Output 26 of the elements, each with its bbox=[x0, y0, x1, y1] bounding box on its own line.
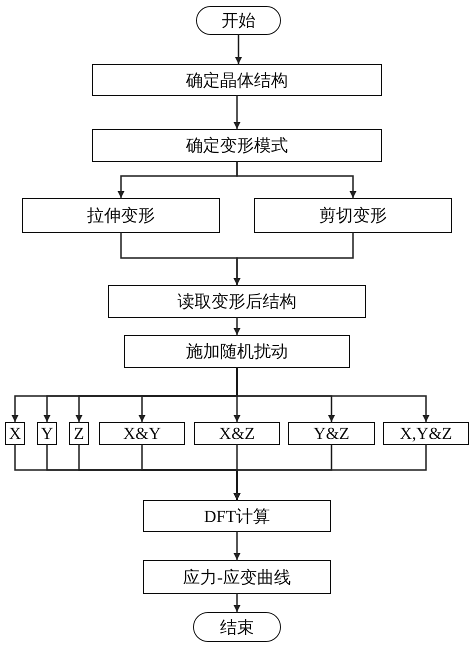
process-box: Y&Z bbox=[288, 422, 375, 445]
process-box: 确定变形模式 bbox=[92, 129, 382, 162]
process-box: Y bbox=[37, 422, 57, 445]
process-box: X bbox=[5, 422, 25, 445]
process-box: 确定晶体结构 bbox=[92, 64, 382, 96]
process-box: 剪切变形 bbox=[254, 198, 452, 233]
process-box: 应力-应变曲线 bbox=[143, 560, 331, 594]
arrow bbox=[234, 96, 240, 129]
process-box: DFT计算 bbox=[143, 500, 331, 532]
terminal-box: 结束 bbox=[193, 612, 281, 642]
terminal-box: 开始 bbox=[196, 6, 281, 35]
arrow bbox=[234, 445, 427, 500]
arrow bbox=[234, 233, 354, 285]
arrow bbox=[234, 532, 240, 560]
process-box: 读取变形后结构 bbox=[108, 285, 366, 318]
arrow bbox=[234, 594, 240, 612]
arrow bbox=[236, 162, 356, 198]
process-box: 拉伸变形 bbox=[22, 198, 220, 233]
process-box: 施加随机扰动 bbox=[124, 335, 350, 368]
arrow bbox=[235, 35, 242, 64]
process-box: Z bbox=[69, 422, 89, 445]
arrow bbox=[236, 368, 430, 422]
process-box: X&Z bbox=[194, 422, 280, 445]
arrow bbox=[234, 318, 240, 335]
process-box: X,Y&Z bbox=[383, 422, 469, 445]
process-box: X&Y bbox=[99, 422, 185, 445]
